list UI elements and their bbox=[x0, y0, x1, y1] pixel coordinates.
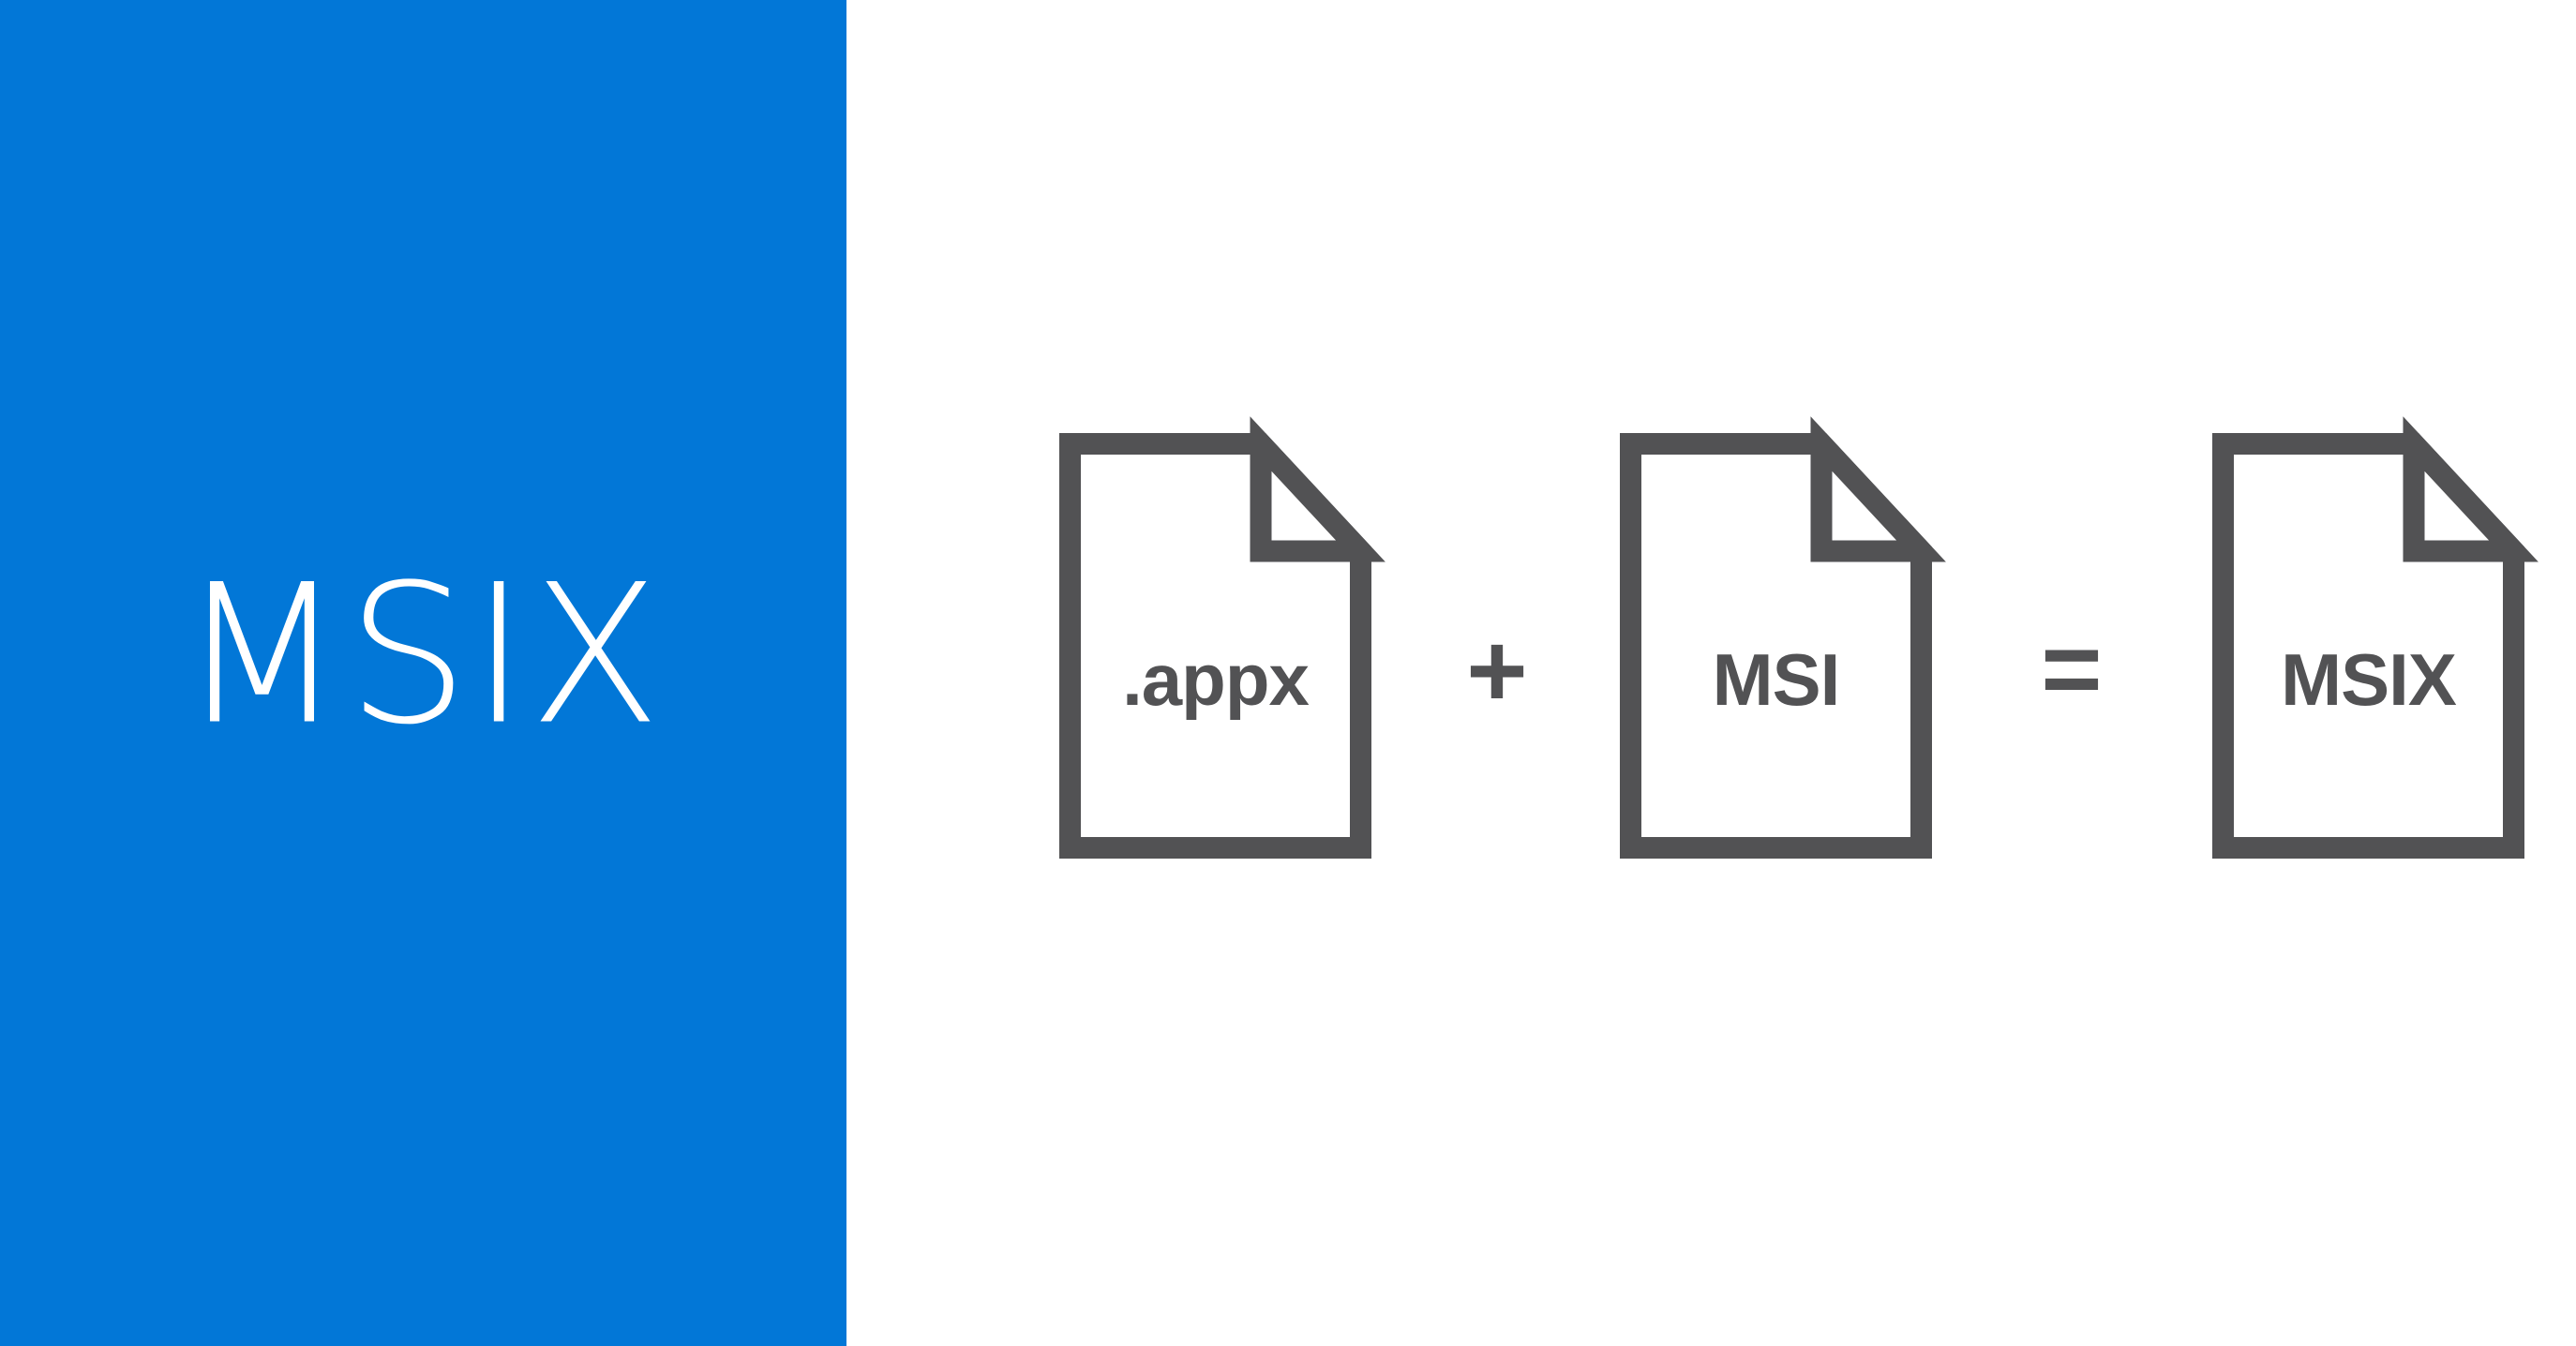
folded-corner bbox=[2403, 416, 2539, 562]
plus-sign: + bbox=[1466, 612, 1528, 729]
folded-corner bbox=[1810, 416, 1946, 562]
msi-file-icon: MSI bbox=[1620, 416, 1946, 859]
brand-title: MSIX bbox=[179, 544, 663, 768]
document-icon bbox=[1620, 416, 1946, 859]
appx-file-icon: .appx bbox=[1059, 416, 1385, 859]
msi-file-label: MSI bbox=[1712, 638, 1841, 722]
document-icon bbox=[2212, 416, 2539, 859]
folded-corner bbox=[1250, 416, 1385, 562]
equals-sign: = bbox=[2041, 610, 2103, 727]
msix-file-label: MSIX bbox=[2281, 638, 2457, 722]
equation-diagram: .appx + MSI = MSIX bbox=[846, 0, 2576, 1346]
brand-panel: MSIX bbox=[0, 0, 846, 1346]
document-icon bbox=[1059, 416, 1385, 859]
msix-file-icon: MSIX bbox=[2212, 416, 2539, 859]
appx-file-label: .appx bbox=[1122, 638, 1310, 722]
